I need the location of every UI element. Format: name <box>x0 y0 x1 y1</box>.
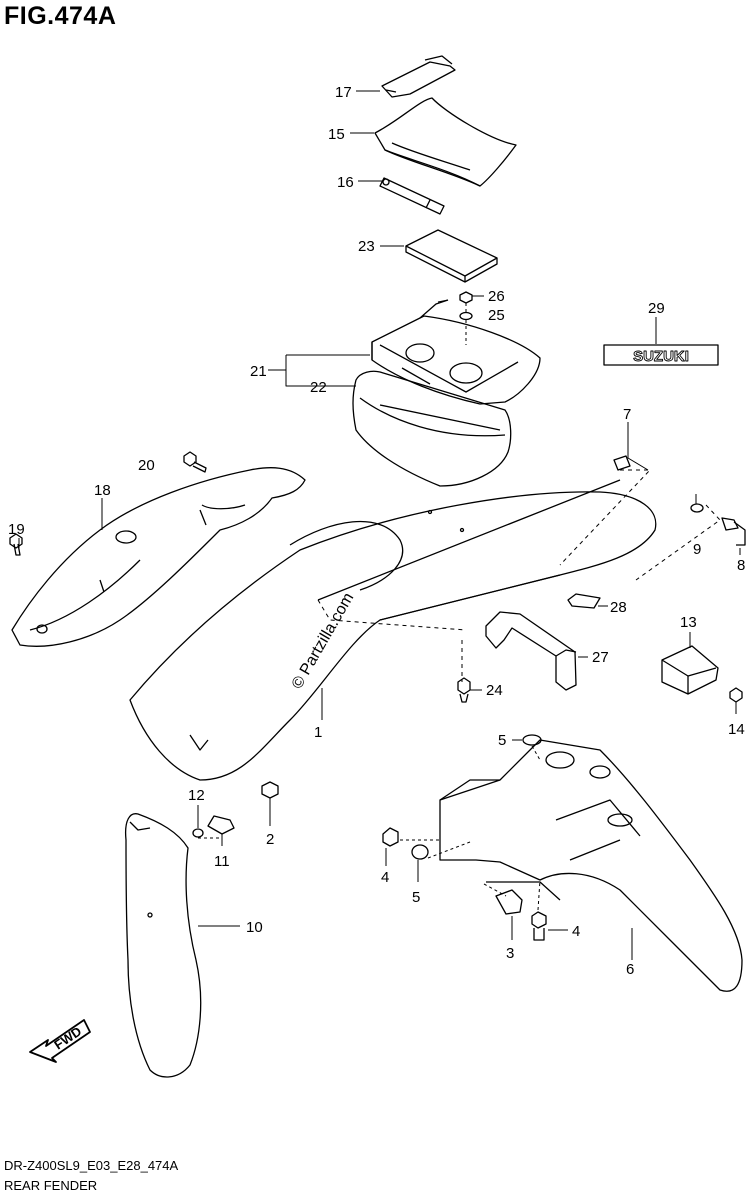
part-8-bolt[interactable] <box>721 517 746 546</box>
part-20-bolt[interactable] <box>183 451 207 473</box>
part-3-clip[interactable] <box>495 889 523 915</box>
callout-22[interactable]: 22 <box>310 379 327 396</box>
callout-10[interactable]: 10 <box>246 919 263 936</box>
callout-6[interactable]: 6 <box>626 961 634 978</box>
part-7-clip[interactable] <box>613 455 631 471</box>
callout-16[interactable]: 16 <box>337 174 354 191</box>
part-5-washer-top[interactable] <box>522 734 542 746</box>
part-11-bolt[interactable] <box>207 815 235 835</box>
part-1-rear-fender[interactable] <box>129 479 657 781</box>
part-16-tool-pin[interactable] <box>379 177 445 215</box>
part-15-tool-bag[interactable] <box>374 97 517 187</box>
callout-14[interactable]: 14 <box>728 721 745 738</box>
callout-11[interactable]: 11 <box>214 853 230 870</box>
leader-lines <box>18 90 741 960</box>
callout-17[interactable]: 17 <box>335 84 352 101</box>
callout-19[interactable]: 19 <box>8 521 25 538</box>
figure-title: FIG.474A <box>4 2 117 30</box>
callout-29[interactable]: 29 <box>648 300 665 317</box>
callout-4-bottom[interactable]: 4 <box>572 923 580 940</box>
part-13-tail-light[interactable] <box>661 645 719 695</box>
part-4-bolt-bottom[interactable] <box>531 911 547 941</box>
emblem-text: SUZUKI <box>633 348 689 365</box>
callout-25[interactable]: 25 <box>488 307 505 324</box>
watermark: © Partzilla.com <box>289 590 358 692</box>
part-21-tool-box[interactable] <box>371 299 541 405</box>
callout-13[interactable]: 13 <box>680 614 697 631</box>
part-26-nut[interactable] <box>459 291 473 304</box>
part-9-washer[interactable] <box>690 503 704 513</box>
callout-15[interactable]: 15 <box>328 126 345 143</box>
part-4-bolt-left[interactable] <box>382 827 399 847</box>
callout-1[interactable]: 1 <box>314 724 322 741</box>
callout-5-bottom[interactable]: 5 <box>412 889 420 906</box>
part-22-tool-case[interactable] <box>352 370 512 487</box>
callout-24[interactable]: 24 <box>486 682 503 699</box>
callout-26[interactable]: 26 <box>488 288 505 305</box>
callout-28[interactable]: 28 <box>610 599 627 616</box>
callout-labels: 17 15 16 23 26 25 29 21 22 7 20 18 19 9 … <box>8 84 745 978</box>
callout-4-left[interactable]: 4 <box>381 869 389 886</box>
part-27-grab-bar[interactable] <box>485 611 577 691</box>
part-5-washer-bottom[interactable] <box>411 844 429 860</box>
part-2-bolt[interactable] <box>261 781 279 799</box>
part-18-side-cover[interactable] <box>11 467 306 647</box>
figure-name: REAR FENDER <box>4 1178 98 1193</box>
part-14-screw[interactable] <box>729 687 743 703</box>
part-25-washer[interactable] <box>459 311 473 321</box>
callout-7[interactable]: 7 <box>623 406 631 423</box>
part-19-bolt[interactable] <box>9 533 23 556</box>
callout-23[interactable]: 23 <box>358 238 375 255</box>
callout-3[interactable]: 3 <box>506 945 514 962</box>
part-29-emblem[interactable]: SUZUKI <box>603 344 719 366</box>
callout-9[interactable]: 9 <box>693 541 701 558</box>
figure-code: DR-Z400SL9_E03_E28_474A <box>4 1158 179 1173</box>
callout-27[interactable]: 27 <box>592 649 609 666</box>
callout-18[interactable]: 18 <box>94 482 111 499</box>
part-28-clip[interactable] <box>567 593 601 609</box>
part-24-bolt[interactable] <box>457 677 471 703</box>
part-12-washer[interactable] <box>192 828 204 838</box>
part-6-inner-fender[interactable] <box>439 739 743 992</box>
callout-12[interactable]: 12 <box>188 787 205 804</box>
callout-21[interactable]: 21 <box>250 363 267 380</box>
callout-20[interactable]: 20 <box>138 457 155 474</box>
part-17-strap[interactable] <box>381 55 456 98</box>
callout-8[interactable]: 8 <box>737 557 745 574</box>
fwd-arrow: FWD <box>29 1019 91 1063</box>
part-23-pad[interactable] <box>405 229 498 283</box>
callout-2[interactable]: 2 <box>266 831 274 848</box>
part-10-mud-flap[interactable] <box>124 813 202 1078</box>
callout-5-top[interactable]: 5 <box>498 732 506 749</box>
